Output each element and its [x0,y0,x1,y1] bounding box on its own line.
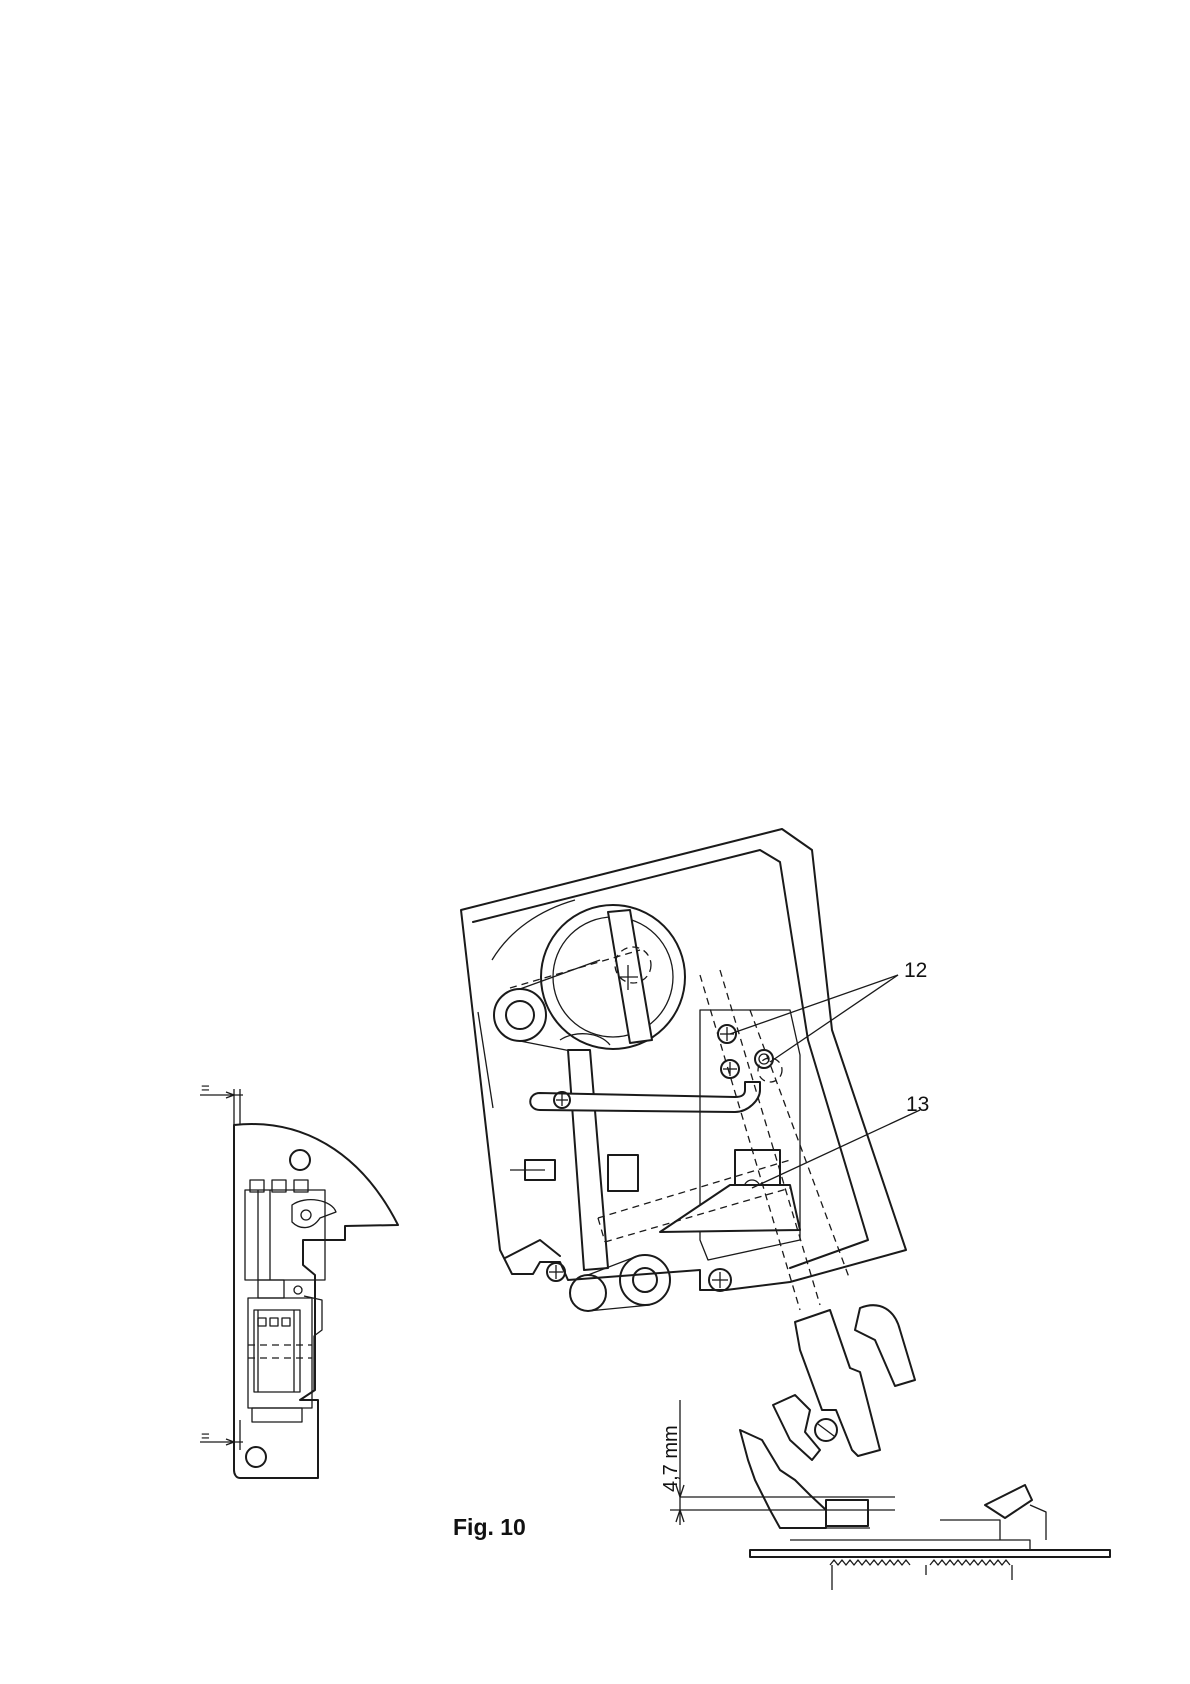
callout-12: 12 [904,959,927,983]
dimension-label: 4,7 mm [660,1425,683,1492]
callout-13: 13 [906,1093,929,1117]
figure-caption: Fig. 10 [453,1514,526,1541]
equal-mark-bottom: = [201,1428,210,1445]
equal-mark-top: = [201,1080,210,1097]
